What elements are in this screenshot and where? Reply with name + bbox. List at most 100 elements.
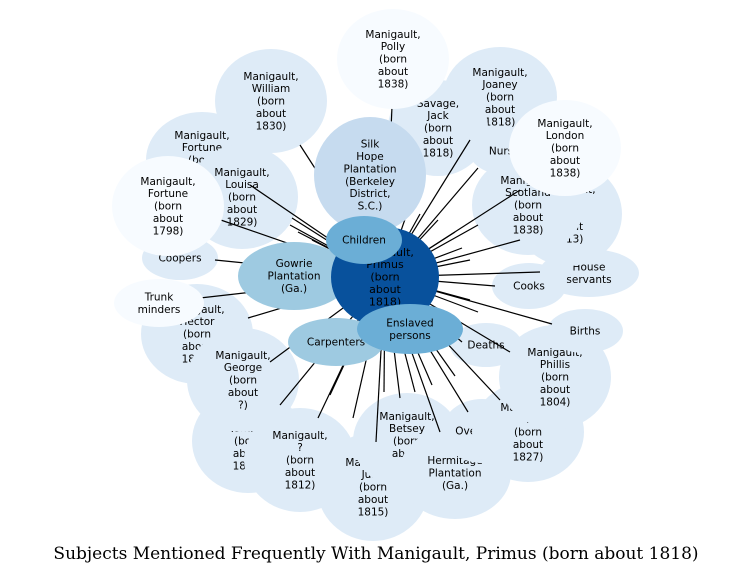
node-louisa-label-line: Manigault, (214, 167, 269, 179)
node-polly-bubble (337, 9, 449, 109)
node-silkhope-bubble (314, 117, 426, 233)
node-london-label-line: London (546, 130, 585, 142)
node-fortune1798-label-line: Fortune (148, 188, 188, 200)
node-phillis-label-line: 1804) (540, 396, 571, 408)
node-enslaved-bubble (357, 304, 463, 354)
node-center-label-line: (born (370, 271, 399, 284)
node-jack-label-line: (born (424, 123, 452, 135)
node-polly-label-line: (born (379, 54, 407, 66)
node-george-label-line: ?) (238, 399, 248, 411)
node-trunk-label-line: minders (138, 304, 181, 316)
node-trunk-bubble (114, 279, 204, 327)
node-enslaved-label-line: Enslaved (386, 317, 433, 329)
node-polly-label-line: about (378, 66, 408, 78)
node-george-label-line: George (224, 362, 262, 374)
node-gowrie-label-line: (Ga.) (281, 283, 307, 295)
node-william-label-line: William (252, 83, 290, 95)
node-betsey-label-line: Manigault, (379, 411, 434, 423)
node-joaney-label-line: about (485, 104, 515, 116)
node-london-bubble (509, 100, 621, 196)
node-scotland-label-line: (born (514, 200, 542, 212)
center-node: Manigault,Primus(bornabout1818)ChildrenE… (326, 216, 463, 354)
node-london-label-line: Manigault, (537, 118, 592, 130)
node-silkhope-label-line: Plantation (343, 163, 396, 175)
node-jack-label-line: Savage, (417, 98, 459, 110)
node-n1827-label-line: 1827) (513, 451, 544, 463)
node-phillis-label-line: (born (541, 372, 569, 384)
node-children[interactable]: Children (326, 216, 402, 264)
node-n1812-label-line: Manigault, (272, 430, 327, 442)
node-center-label-line: about (369, 283, 401, 296)
node-scotland-label-line: about (513, 212, 543, 224)
node-phillis-label-line: about (540, 384, 570, 396)
node-deaths-bubble (450, 323, 522, 367)
node-children-label-line: Children (342, 235, 386, 247)
node-william-label-line: (born (257, 96, 285, 108)
node-children-bubble (326, 216, 402, 264)
node-births-label: Births (570, 326, 601, 338)
node-joaney-label-line: Manigault, (472, 67, 527, 79)
node-n1827-label-line: (born (514, 427, 542, 439)
node-george-label-line: (born (229, 375, 257, 387)
node-births[interactable]: Births (547, 309, 623, 353)
node-louisa-label-line: 1829) (227, 216, 258, 228)
node-silkhope-label-line: (Berkeley (345, 176, 395, 188)
node-hector-label-line: (born (183, 329, 211, 341)
node-scotland-label-line: 1838) (513, 224, 544, 236)
node-louisa-label-line: about (227, 204, 257, 216)
node-phillis-label-line: Phillis (540, 359, 570, 371)
node-juna-label-line: 1815) (358, 506, 389, 518)
node-silkhope-label-line: S.C.) (358, 201, 383, 213)
node-fortune-label-line: Fortune (182, 142, 222, 154)
node-london-label-line: about (550, 155, 580, 167)
node-william-label-line: 1830) (256, 120, 287, 132)
diagram-caption: Subjects Mentioned Frequently With Manig… (53, 544, 699, 564)
node-fortune1798-bubble (112, 156, 224, 256)
node-hermitage-label-line: (Ga.) (442, 480, 468, 492)
node-polly-label-line: Manigault, (365, 29, 420, 41)
node-cooks-label-line: Cooks (513, 281, 545, 293)
node-births-label-line: Births (570, 326, 601, 338)
node-jack-label-line: about (423, 135, 453, 147)
node-louisa-label-line: (born (228, 192, 256, 204)
node-joaney-label-line: (born (486, 92, 514, 104)
node-polly-label-line: Polly (381, 41, 405, 53)
node-london-label-line: 1838) (550, 167, 581, 179)
node-children-label: Children (342, 235, 386, 247)
node-gowrie-label-line: Plantation (267, 271, 320, 283)
node-fortune1798-label-line: Manigault, (140, 176, 195, 188)
node-louisa-label-line: Louisa (225, 179, 259, 191)
node-enslaved-label-line: persons (389, 330, 430, 342)
node-carpenters-label: Carpenters (307, 337, 365, 349)
node-george-label-line: about (228, 387, 258, 399)
node-jack-label-line: 1818) (423, 147, 454, 159)
node-n1812-label-line: about (285, 467, 315, 479)
node-joaney-label-line: 1818) (485, 116, 516, 128)
node-betsey-label-line: Betsey (389, 423, 425, 435)
node-house-label-line: servants (566, 274, 611, 286)
node-george-bubble (187, 328, 299, 432)
node-joaney-label-line: Joaney (481, 79, 517, 91)
node-n1812-label-line: (born (286, 455, 314, 467)
